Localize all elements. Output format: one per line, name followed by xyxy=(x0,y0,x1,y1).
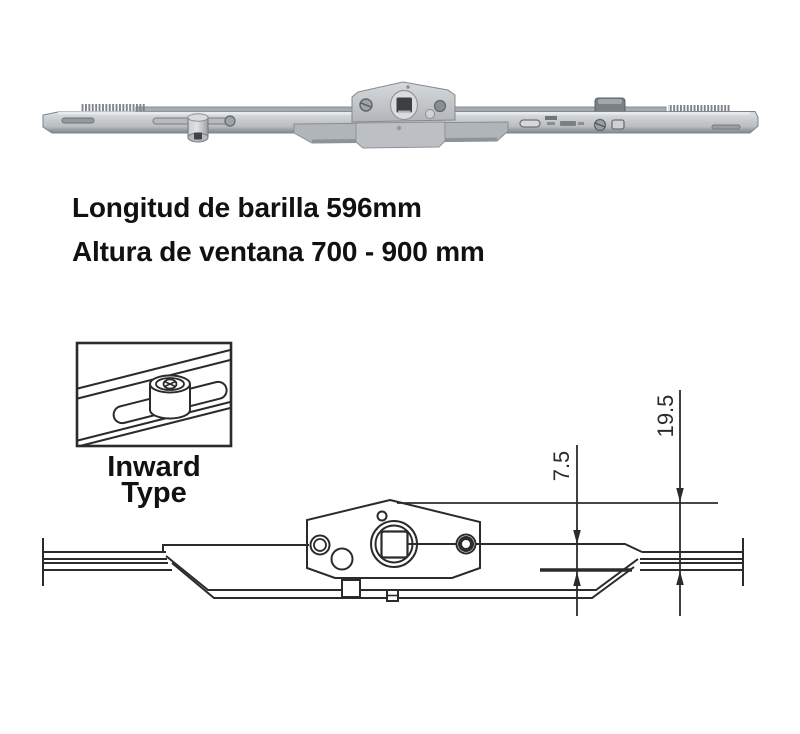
faceplate-edge-left xyxy=(162,544,309,552)
right-square-hole xyxy=(611,119,625,130)
spindle-square-hole xyxy=(396,97,412,113)
product-photo xyxy=(42,81,759,149)
arrow-down-icon xyxy=(676,488,684,502)
spindle-square-drawing xyxy=(380,530,409,559)
dim-label-7-5: 7.5 xyxy=(549,451,574,482)
gearbox-base xyxy=(355,121,446,149)
dimension-19-5: 19.5 xyxy=(653,390,684,616)
rod-right xyxy=(640,538,744,586)
cam-drive-hole xyxy=(194,132,202,140)
bar-right-details xyxy=(519,116,741,132)
mushroom-cam-drawing xyxy=(149,374,191,420)
dim-label-19-5: 19.5 xyxy=(653,395,678,438)
backplate-outline xyxy=(165,555,639,602)
screw-gearbox-right xyxy=(433,99,447,113)
inward-type-label: Inward Type xyxy=(70,451,238,509)
inward-type-line1: Inward xyxy=(107,451,201,483)
left-slot xyxy=(61,117,95,124)
right-oval-slot xyxy=(519,119,541,128)
spec-rod-length: Longitud de barilla 596mm xyxy=(72,192,422,223)
inward-type-line2: Type xyxy=(121,477,187,509)
housing-pin-hole xyxy=(376,510,388,522)
arrow-up-icon xyxy=(573,572,581,586)
inset-border xyxy=(75,341,233,448)
screw-hole-right-inner xyxy=(458,536,474,552)
gearbox-roller xyxy=(425,109,435,119)
backplate-square-hole xyxy=(341,579,361,598)
detail-inset xyxy=(75,341,233,448)
toothed-rack-left xyxy=(81,104,145,111)
arrow-down-icon xyxy=(573,530,581,544)
gearbox xyxy=(293,81,509,149)
arrow-up-icon xyxy=(676,571,684,585)
mushroom-cam xyxy=(187,113,209,143)
screw-left xyxy=(224,115,236,127)
technical-drawing: 7.5 19.5 xyxy=(42,390,744,616)
roller-hole xyxy=(330,547,354,571)
rod-left xyxy=(42,538,172,586)
screw-hole-left-inner xyxy=(313,538,327,552)
dimension-lines: 7.5 19.5 xyxy=(397,390,718,616)
dimension-7-5: 7.5 xyxy=(549,445,581,616)
product-specs: Longitud de barilla 596mm Altura de vent… xyxy=(72,186,485,274)
right-end-slot xyxy=(711,124,741,130)
toothed-rack-right xyxy=(668,105,730,112)
cam-detail-drawing xyxy=(78,349,230,445)
faceplate-edge-right xyxy=(407,543,643,553)
spec-window-height: Altura de ventana 700 - 900 mm xyxy=(72,236,485,267)
